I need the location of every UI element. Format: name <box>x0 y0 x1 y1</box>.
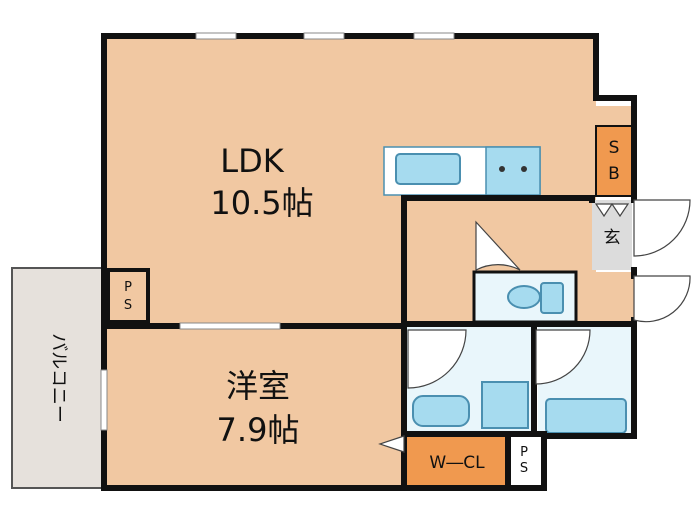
western-floor <box>104 326 404 488</box>
ldk-size: 10.5帖 <box>210 184 313 222</box>
pipe-space-2: P S <box>512 436 536 486</box>
pipe-space-2-area <box>512 436 536 486</box>
pipe-space-2-letter-2: S <box>520 461 528 476</box>
door-icon <box>633 275 691 323</box>
closet-door-icon <box>378 435 405 453</box>
pipe-space-1-letter-1: P <box>124 280 132 295</box>
walk-in-closet: W―CL <box>406 436 508 486</box>
toilet-icon <box>507 282 564 314</box>
entrance-floor <box>592 200 632 270</box>
walk-in-closet-floor <box>406 436 508 486</box>
shoe-box-cabinet <box>595 125 633 197</box>
washing-machine-pan-icon <box>481 381 529 429</box>
toilet-door-icon <box>475 220 521 271</box>
ldk-room: LDK 10.5帖 <box>104 36 596 326</box>
shoe-box-door-icon-2 <box>610 203 630 218</box>
windows <box>100 32 455 431</box>
shoe-box: S B <box>595 106 634 197</box>
kitchen-sink-stove-icon <box>395 146 541 196</box>
pipe-space-1-box <box>106 268 150 324</box>
toilet-room <box>472 270 578 324</box>
washbasin-icon <box>412 395 470 427</box>
hallway-end-floor <box>576 272 634 322</box>
balcony-area <box>11 267 103 489</box>
western-size: 7.9帖 <box>217 411 300 449</box>
entrance-door-icon <box>633 199 691 257</box>
shoe-box-letter-2: B <box>608 164 620 184</box>
pipe-space-2-letter-1: P <box>520 445 528 460</box>
ldk-name: LDK <box>220 142 284 180</box>
doors <box>378 199 691 453</box>
pipe-space-1-letter-2: S <box>124 298 132 313</box>
entrance-label: 玄 <box>604 228 621 248</box>
balcony: バルコニー <box>11 267 103 489</box>
shoe-box-letter-1: S <box>609 138 620 158</box>
balcony-label: バルコニー <box>48 333 69 423</box>
kitchen-counter <box>383 146 541 196</box>
western-room: 洋室 7.9帖 <box>104 326 404 488</box>
pipe-space-1: P S <box>106 268 150 324</box>
western-name: 洋室 <box>226 367 290 405</box>
shoe-box-door-icon <box>594 203 614 218</box>
bathroom-door-icon <box>535 329 591 385</box>
walk-in-closet-label: W―CL <box>429 453 485 473</box>
bathtub-icon <box>545 398 627 434</box>
washroom-door-icon <box>407 329 467 389</box>
entrance: 玄 <box>592 200 632 270</box>
